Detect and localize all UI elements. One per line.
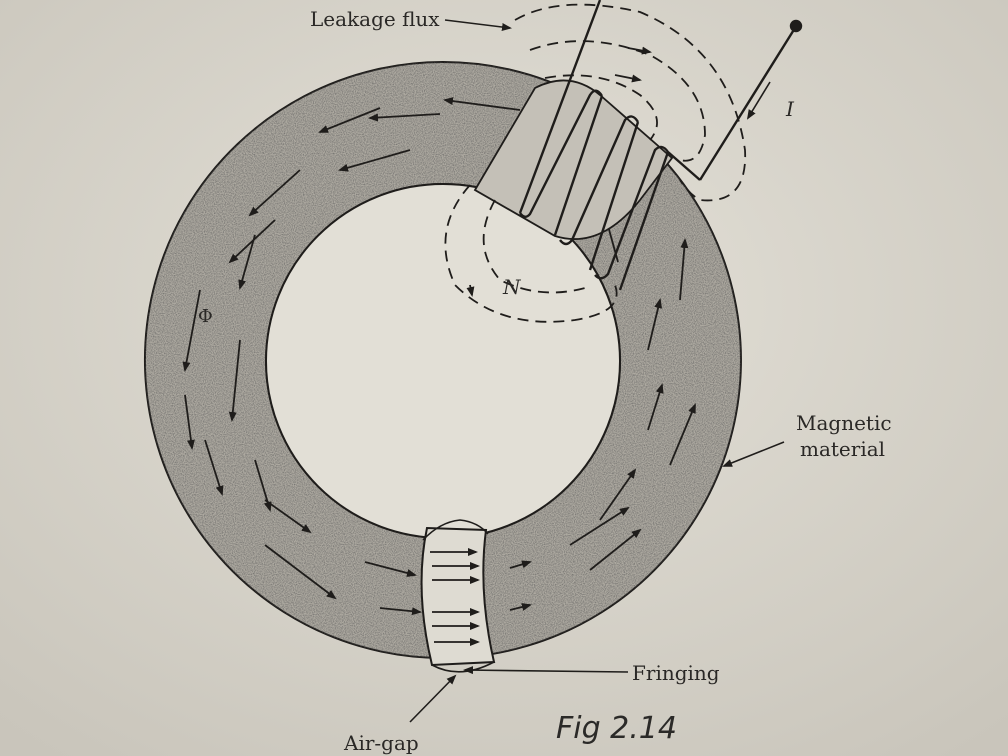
fringing-label: Fringing (632, 661, 720, 685)
fringing-leader (463, 666, 629, 675)
coil-winding (473, 0, 803, 291)
air-gap-region (420, 519, 496, 673)
magnetic-material-leader (722, 441, 785, 467)
leakage-flux-label: Leakage flux (310, 7, 440, 31)
fringing-top-curve (422, 519, 489, 541)
gap-flux-arrows (430, 548, 480, 646)
leakage-flux-arrowheads (466, 46, 652, 297)
leader-lines (409, 19, 785, 723)
magnetic-material-label-line2: material (800, 437, 885, 461)
leakage-flux-loops (444, 3, 746, 323)
turns-label: N (502, 275, 522, 299)
figure-note-handwritten: Fig 2.14 (556, 711, 677, 746)
leakage-flux-leader (444, 19, 512, 31)
flux-label: Φ (198, 306, 213, 327)
air-gap-leader (409, 674, 457, 723)
fringing-bottom-curve (431, 661, 495, 673)
magnetic-material-label-line1: Magnetic (796, 411, 892, 435)
air-gap-label: Air-gap (343, 731, 419, 755)
current-label: I (785, 97, 795, 121)
